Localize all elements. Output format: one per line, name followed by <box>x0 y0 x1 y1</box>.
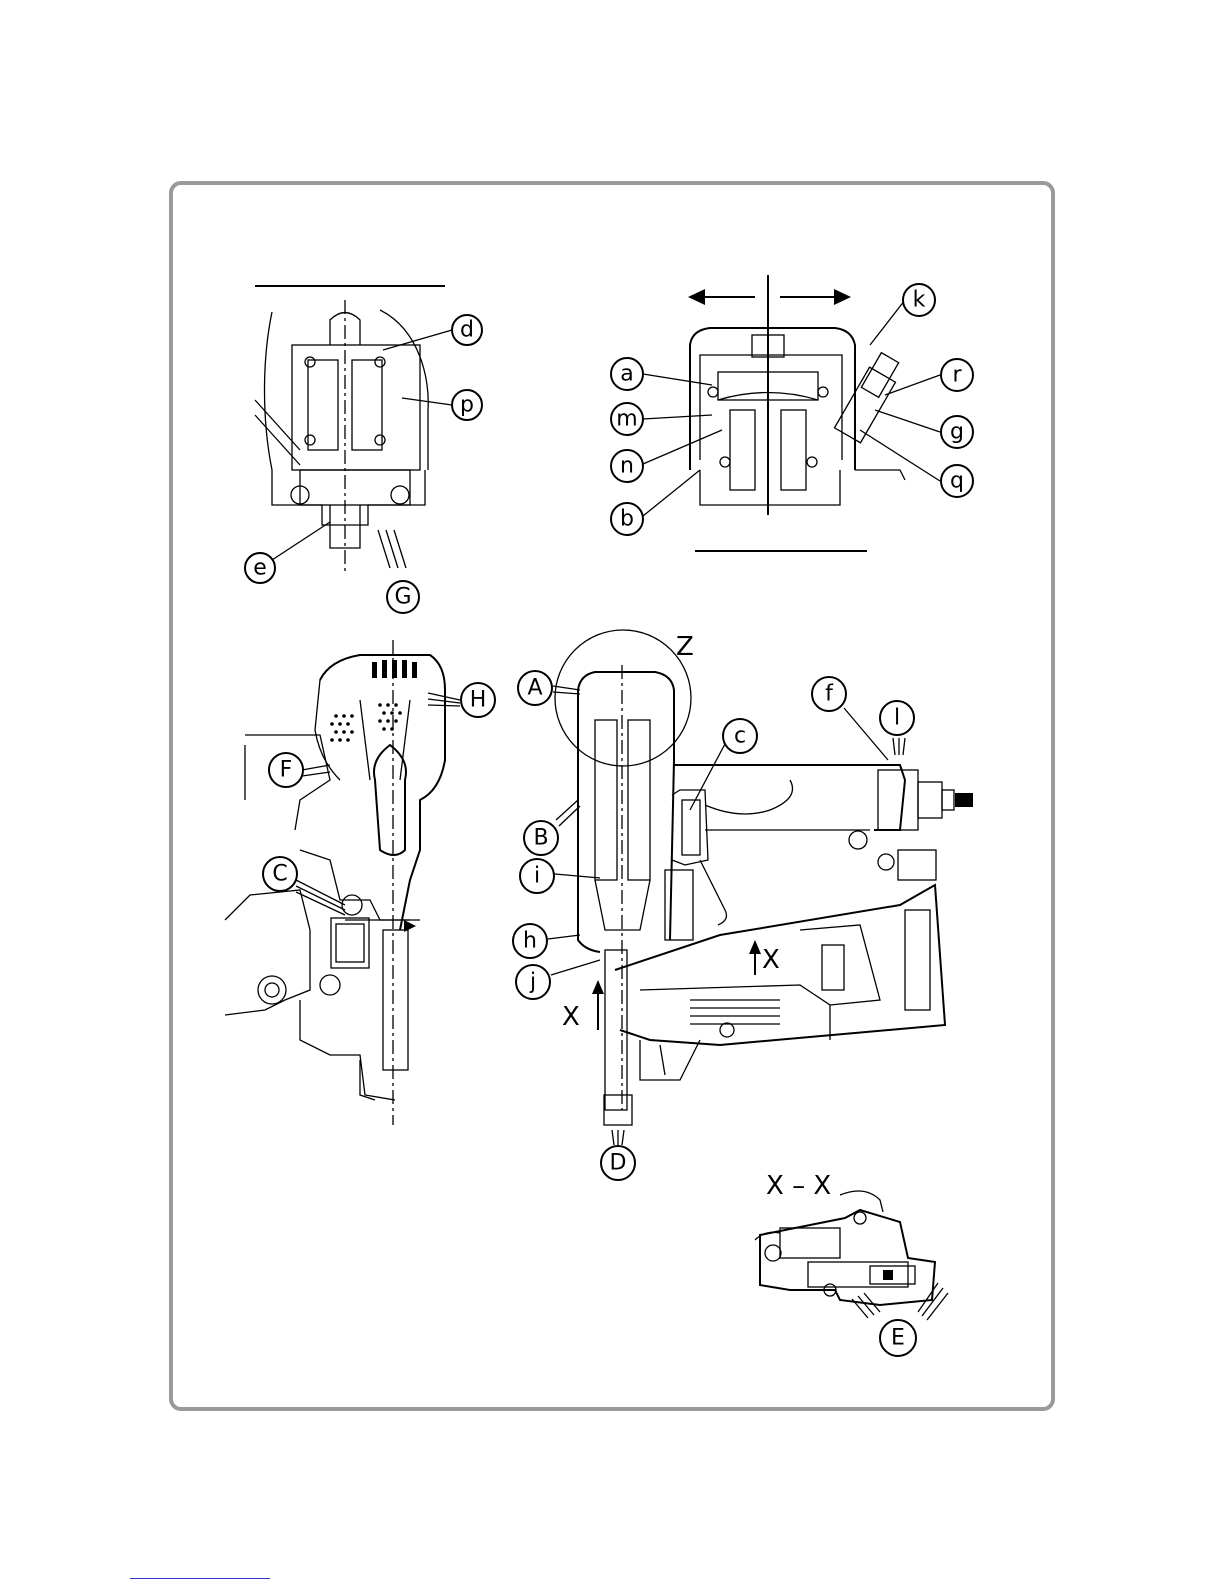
callout-D: D <box>601 1146 635 1180</box>
callout-C: C <box>263 857 297 891</box>
callout-f: f <box>812 677 846 711</box>
callout-b-label: b <box>620 507 634 532</box>
section-mark-left: X <box>562 1002 580 1032</box>
footer-link-underline <box>130 1578 270 1579</box>
callout-e-label: e <box>253 556 267 581</box>
callout-A-label: A <box>527 676 542 701</box>
head-valve-detail <box>255 286 452 572</box>
callout-c-label: c <box>734 724 746 749</box>
callout-p: p <box>452 390 482 420</box>
callout-F-label: F <box>280 758 293 783</box>
callout-H-label: H <box>470 688 487 713</box>
callout-q-label: q <box>950 469 964 494</box>
callout-k-label: k <box>913 288 926 313</box>
callout-q: q <box>941 465 973 497</box>
callout-n-label: n <box>620 454 634 479</box>
callout-b: b <box>611 503 643 535</box>
callout-a-label: a <box>620 362 633 387</box>
section-mark-right: X <box>762 945 780 975</box>
callout-h: h <box>513 924 547 958</box>
callout-j: j <box>516 965 550 999</box>
section-x-x-view: X – X <box>755 1171 948 1320</box>
callout-B: B <box>524 821 558 855</box>
callout-D-label: D <box>610 1151 627 1176</box>
callout-i-label: i <box>534 864 540 889</box>
callout-p-label: p <box>460 393 474 418</box>
callout-j-label: j <box>529 970 536 995</box>
callout-C-label: C <box>272 862 287 887</box>
callout-E: E <box>880 1320 916 1356</box>
callout-g-label: g <box>950 420 964 445</box>
callout-c: c <box>723 719 757 753</box>
callout-d-label: d <box>460 318 474 343</box>
callout-h-label: h <box>523 929 537 954</box>
callout-E-label: E <box>891 1326 905 1351</box>
callout-r: r <box>941 359 973 391</box>
callout-l-label: l <box>894 706 900 731</box>
callout-G-label: G <box>394 585 411 610</box>
section-x-x-title: X – X <box>766 1171 831 1201</box>
callout-F: F <box>269 753 303 787</box>
callout-g: g <box>941 416 973 448</box>
callout-d: d <box>452 315 482 345</box>
callout-m-label: m <box>616 407 637 432</box>
callout-m: m <box>611 403 643 435</box>
callout-B-label: B <box>533 826 548 851</box>
callout-G: G <box>387 581 419 613</box>
callout-f-label: f <box>825 682 834 707</box>
callout-r-label: r <box>952 363 962 388</box>
front-view <box>225 640 460 1125</box>
callout-A: A <box>518 671 552 705</box>
callout-l: l <box>880 701 914 735</box>
callout-a: a <box>611 358 643 390</box>
detail-z-label: Z <box>676 632 694 662</box>
callout-e: e <box>245 553 275 583</box>
callout-H: H <box>461 683 495 717</box>
cap-detail-z <box>643 275 940 551</box>
callout-i: i <box>520 859 554 893</box>
callout-n: n <box>611 450 643 482</box>
callout-k: k <box>903 284 935 316</box>
